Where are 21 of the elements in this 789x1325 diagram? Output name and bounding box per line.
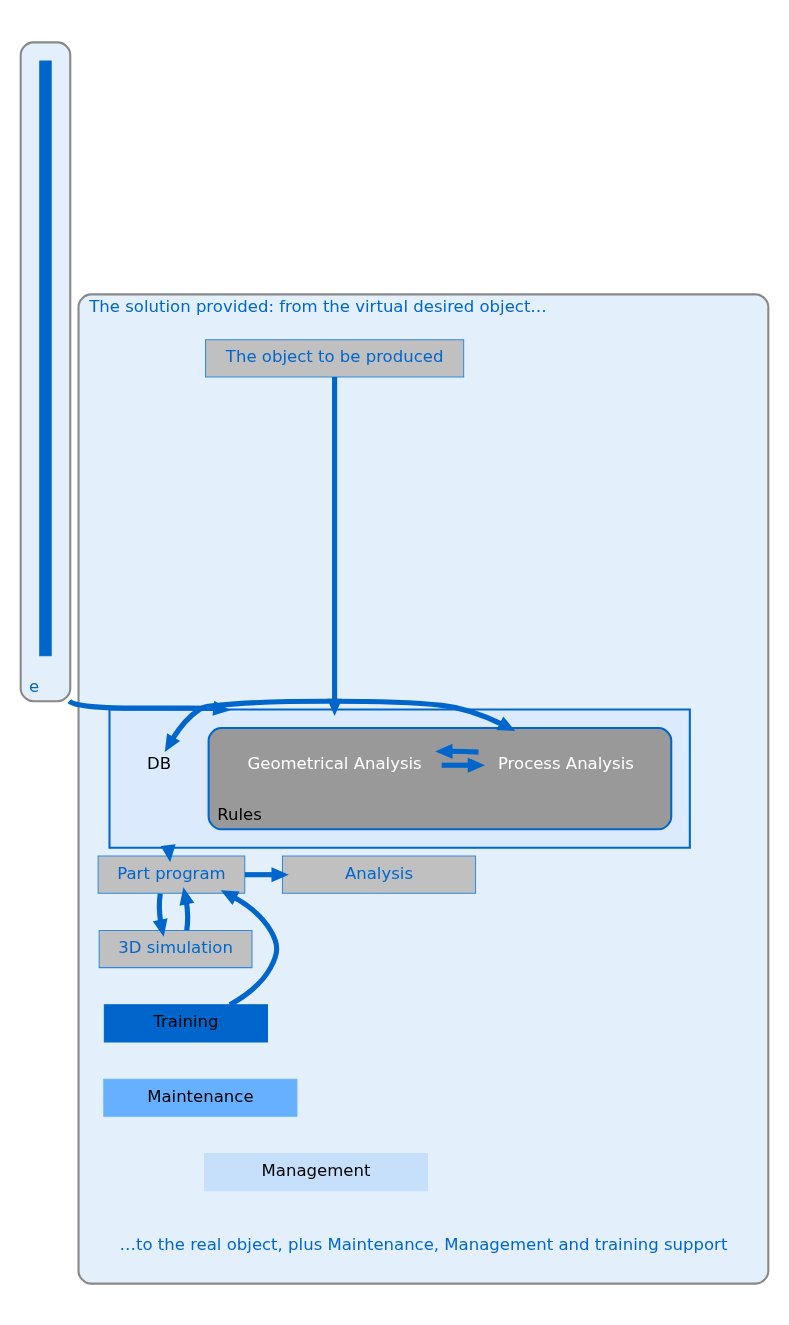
cluster: e [19,40,72,702]
node-box: Part program [97,855,246,894]
arrow [152,892,168,937]
node-box: Analysis [281,855,477,894]
node-box: Maintenance [103,1078,298,1117]
arrow [220,889,280,1007]
arrow [179,886,195,931]
node-text: Geometrical Analysis [247,753,422,773]
arrow [160,843,176,862]
node-box: Management [204,1152,429,1191]
node-text: Process Analysis [497,753,634,773]
cluster [108,707,691,849]
arrow [244,866,289,882]
arrow [441,757,485,773]
arrow [68,698,231,716]
node-text: DB [147,753,172,773]
arrow [435,743,479,759]
node-box: 3D simulation [98,929,253,968]
node-box: The object to be produced [205,338,465,377]
node-bar [39,59,52,656]
node-box: Training [103,1003,268,1042]
